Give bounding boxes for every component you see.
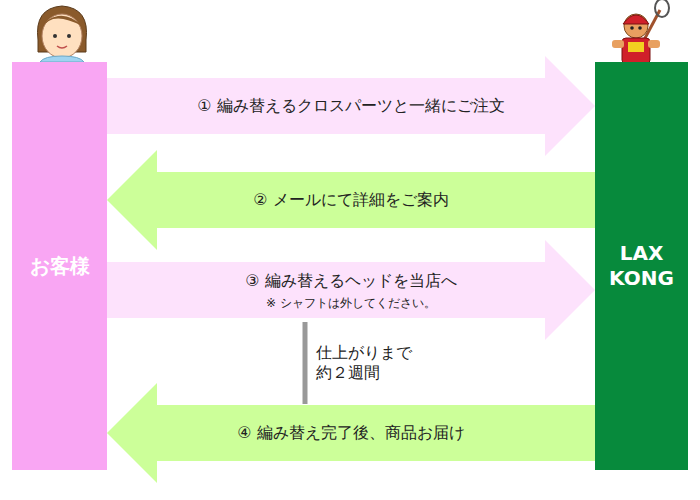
actor-band: LAX KONG (595, 62, 688, 470)
note-text: ※ シャフトは外してください。 (266, 295, 436, 312)
actor-name: お客様 (30, 254, 90, 279)
actor-band: お客様 (12, 62, 107, 470)
step-label: ③ 編み替えるヘッドを当店へ (245, 271, 456, 292)
step-label: ② メールにて詳細をご案内 (253, 190, 448, 211)
flow-arrow (107, 56, 595, 156)
duration-line (303, 322, 308, 404)
step-label: ④ 編み替え完了後、商品お届け (237, 423, 464, 444)
step-label: ① 編み替えるクロスパーツと一緒にご注文 (197, 96, 504, 117)
customer-illustration (38, 6, 87, 62)
actor-name: LAX KONG (605, 241, 678, 291)
flow-arrow (107, 383, 595, 483)
flow-arrow (107, 150, 595, 250)
duration-text: 仕上がりまで 約２週間 (316, 343, 416, 383)
flow-arrow (107, 240, 595, 340)
